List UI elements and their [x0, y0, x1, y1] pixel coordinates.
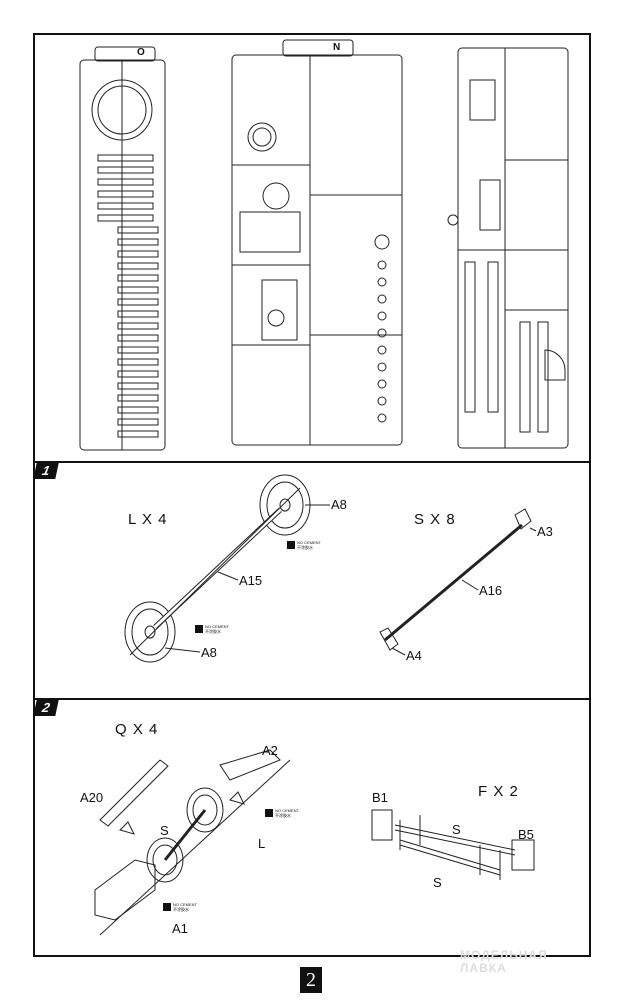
- sprue-part: [117, 418, 159, 426]
- part-label: B5: [518, 827, 534, 842]
- sprue-part: [117, 238, 159, 246]
- quantity-label: Q X 4: [115, 721, 159, 738]
- page-number: 2: [300, 967, 322, 993]
- sprue-letter: O: [137, 47, 145, 58]
- sprue-letter: N: [333, 42, 341, 53]
- part-label: A1: [172, 921, 188, 936]
- sprue-part: [117, 274, 159, 282]
- sprue-part: [117, 226, 159, 234]
- sprue-part: [117, 430, 159, 438]
- part-label: S: [433, 875, 442, 890]
- sprue-part: [97, 202, 154, 210]
- divider: [33, 461, 591, 463]
- sprue-part: [377, 413, 387, 423]
- part-label: A20: [80, 790, 104, 805]
- sprue-part: [377, 379, 387, 389]
- sprue-part: [97, 178, 154, 186]
- quantity-label: F X 2: [478, 783, 519, 800]
- sprue-part: [117, 358, 159, 366]
- part-label: A15: [239, 573, 263, 588]
- sprue-part: [117, 262, 159, 270]
- no-cement-icon: [163, 903, 171, 911]
- no-cement-icon: [265, 809, 273, 817]
- sprue-n: [231, 39, 403, 446]
- sprue-part: [377, 345, 387, 355]
- sprue-part: [117, 370, 159, 378]
- sprue-o: [79, 46, 166, 451]
- sprue-part: [377, 328, 387, 338]
- sprue-part: [117, 310, 159, 318]
- part-label: A16: [479, 583, 503, 598]
- part-label: B1: [372, 790, 388, 805]
- sprue-part: [377, 277, 387, 287]
- wheelset-l: [124, 474, 330, 663]
- sprue-part: [117, 346, 159, 354]
- page-frame: [33, 33, 591, 957]
- sprue-part: [377, 294, 387, 304]
- rod-s: [379, 508, 537, 656]
- quantity-label: S X 8: [414, 511, 456, 528]
- part-label: S: [452, 822, 461, 837]
- part-label: A4: [406, 648, 422, 663]
- part-label: L: [258, 836, 266, 851]
- sprue-part: [97, 166, 154, 174]
- sprue-part: [117, 250, 159, 258]
- sprue-part: [117, 286, 159, 294]
- sprue-part: [97, 190, 154, 198]
- divider: [33, 698, 591, 700]
- sprue-part: [117, 298, 159, 306]
- sprue-part: [117, 394, 159, 402]
- sprue-part: [97, 154, 154, 162]
- sprue-3: [447, 47, 569, 449]
- part-label: S: [160, 823, 169, 838]
- sprue-part: [377, 362, 387, 372]
- quantity-label: L X 4: [128, 511, 168, 528]
- part-label: A3: [537, 524, 553, 539]
- sprue-part: [117, 382, 159, 390]
- step-number: 2: [33, 700, 59, 716]
- no-cement-icon: [195, 625, 203, 633]
- part-label: A8: [331, 497, 347, 512]
- sprue-part: [377, 311, 387, 321]
- sprue-part: [377, 260, 387, 270]
- bogie-q: [94, 749, 291, 936]
- sprue-part: [117, 322, 159, 330]
- step-number: 1: [33, 463, 59, 479]
- frame-f: [371, 809, 535, 880]
- part-label: A8: [201, 645, 217, 660]
- part-label: A2: [262, 743, 278, 758]
- sprue-part: [117, 406, 159, 414]
- sprue-part: [377, 396, 387, 406]
- sprue-part: [97, 214, 154, 222]
- no-cement-icon: [287, 541, 295, 549]
- sprue-part: [117, 334, 159, 342]
